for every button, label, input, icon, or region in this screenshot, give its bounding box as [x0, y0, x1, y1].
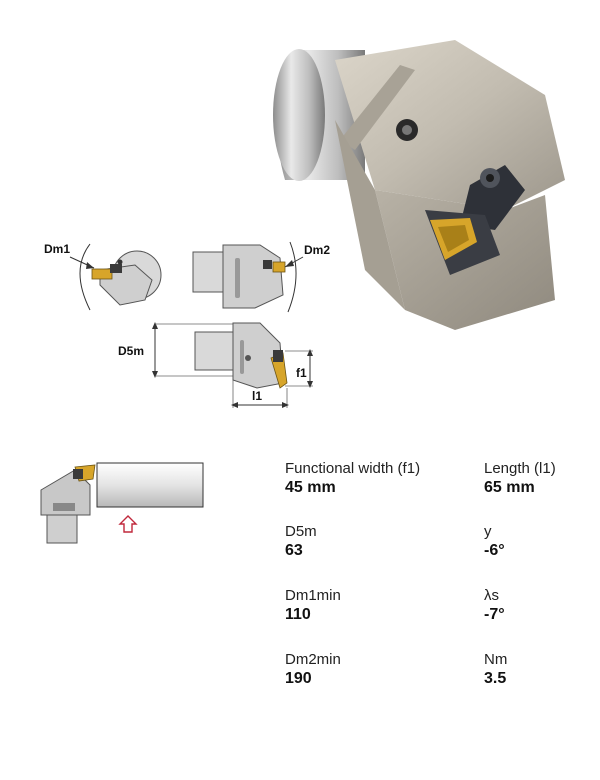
- spec-length: Length (l1) 65 mm: [484, 460, 556, 497]
- product-photo: [273, 40, 565, 330]
- spec-label: Length (l1): [484, 460, 556, 477]
- spec-value: 45 mm: [285, 479, 336, 496]
- label-l1: l1: [252, 389, 263, 403]
- diagram-view-dm1: [69, 243, 162, 311]
- spec-label: Functional width (f1): [285, 460, 421, 477]
- label-dm1: Dm1: [44, 242, 71, 256]
- spec-value: -6°: [484, 542, 505, 559]
- feed-direction-arrow-icon: [118, 515, 138, 533]
- spec-dm2min: Dm2min 190: [285, 651, 341, 688]
- label-dm2: Dm2: [304, 243, 331, 257]
- spec-d5m: D5m 63: [285, 523, 317, 560]
- spec-value: 190: [285, 670, 312, 687]
- spec-label: y: [484, 523, 492, 540]
- spec-label: λs: [484, 587, 499, 604]
- spec-value: 3.5: [484, 670, 507, 687]
- label-f1: f1: [296, 366, 307, 380]
- spec-torque: Nm 3.5: [484, 651, 507, 688]
- diagram-view-dm2: [192, 241, 304, 313]
- spec-value: 65 mm: [484, 479, 535, 496]
- diagram-view-main: [152, 322, 313, 408]
- spec-functional-width: Functional width (f1) 45 mm: [285, 460, 420, 497]
- spec-dm1min: Dm1min 110: [285, 587, 341, 624]
- spec-label: Dm1min: [285, 587, 341, 604]
- spec-value: -7°: [484, 606, 505, 623]
- spec-gamma: y -6°: [484, 523, 505, 560]
- spec-label: Nm: [484, 651, 508, 668]
- spec-label: Dm2min: [285, 651, 341, 668]
- spec-value: 110: [285, 606, 311, 623]
- spec-lambda-s: λs -7°: [484, 587, 505, 624]
- spec-label: D5m: [285, 523, 317, 540]
- machining-schematic: [40, 462, 204, 544]
- spec-value: 63: [285, 542, 303, 559]
- label-d5m: D5m: [118, 344, 145, 358]
